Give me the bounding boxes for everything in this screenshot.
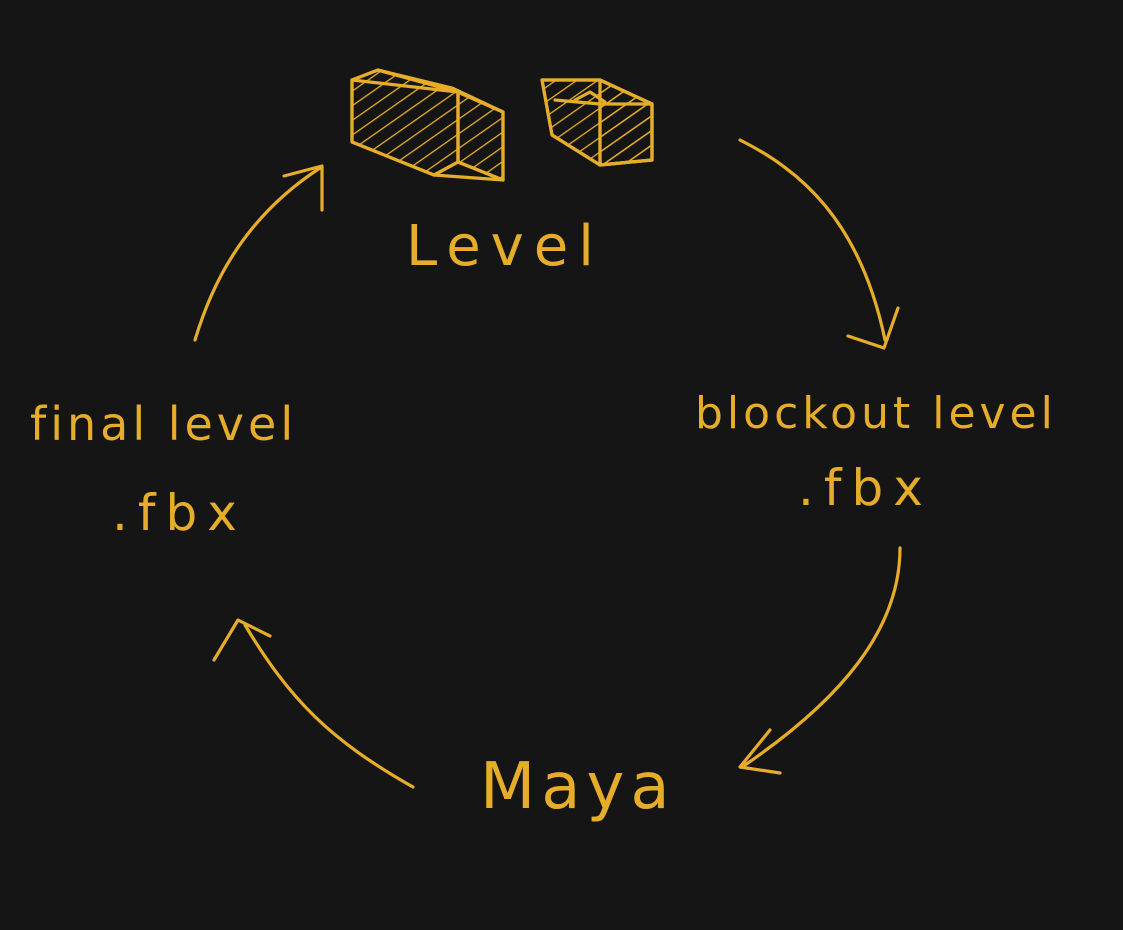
arrow-final-to-level [193, 164, 324, 342]
blockout-fbx-label: .fbx [798, 459, 933, 517]
arrow-blockout-to-maya [738, 546, 902, 775]
final-level-label: final level [30, 397, 297, 451]
level-label: Level [406, 214, 604, 279]
maya-label: Maya [480, 750, 676, 824]
block-right-icon [540, 78, 654, 167]
blockout-level-label: blockout level [695, 388, 1057, 439]
block-left-icon [350, 68, 505, 182]
final-fbx-label: .fbx [112, 484, 247, 542]
arrow-level-to-blockout [738, 138, 900, 350]
arrow-maya-to-final [212, 618, 415, 789]
